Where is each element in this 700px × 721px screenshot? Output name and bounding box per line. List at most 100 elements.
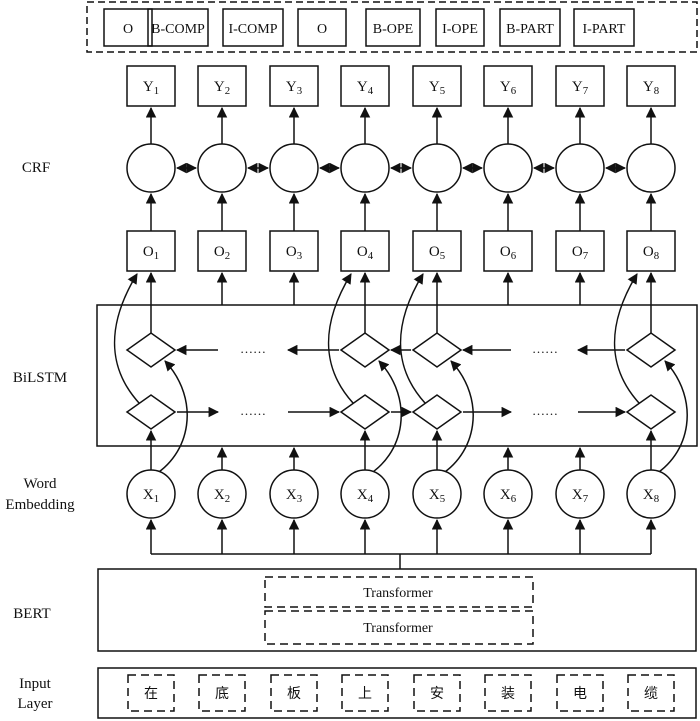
input-token-box: [270, 674, 318, 712]
forward-ellipsis: ……: [532, 403, 558, 418]
tag-label: I-OPE: [442, 22, 478, 37]
crf-node: [412, 143, 462, 193]
lstm-cell: [411, 332, 463, 368]
forward-to-o-curve: [399, 273, 426, 404]
tag-label: B-OPE: [373, 22, 413, 37]
input-token-label: 缆: [644, 686, 658, 702]
tag-label: I-COMP: [228, 22, 277, 37]
input-token-box: [341, 674, 389, 712]
x-node-label: X2: [214, 487, 230, 505]
transformer-label-1: Transformer: [363, 586, 433, 601]
x-to-backward-curve: [436, 360, 474, 478]
lstm-cell: [125, 332, 177, 368]
x-to-backward-curve: [650, 360, 688, 478]
tag-label: B-PART: [506, 22, 554, 37]
forward-ellipsis: ……: [240, 403, 266, 418]
input-token-box: [484, 674, 532, 712]
crf-node: [340, 143, 390, 193]
crf-row: [126, 106, 676, 193]
bilstm-container: [96, 304, 698, 447]
layer-label-bert: BERT: [13, 606, 50, 622]
lstm-cell: [125, 394, 177, 430]
o-node-label: O4: [357, 244, 374, 262]
y-node-label: Y1: [143, 79, 159, 97]
input-token-label: 底: [215, 686, 229, 702]
lstm-cell: [339, 332, 391, 368]
x-node: [555, 469, 605, 519]
x-node: [626, 469, 676, 519]
o-node-box: [483, 230, 533, 272]
lstm-cell: [411, 394, 463, 430]
input-token-box: [198, 674, 246, 712]
layer-label-word-embedding-1: Word: [24, 476, 57, 492]
y-node-box: [412, 65, 462, 107]
x-node-label: X1: [143, 487, 159, 505]
crf-node: [126, 143, 176, 193]
layer-label-word-embedding-2: Embedding: [5, 497, 75, 513]
tag-label: I-PART: [583, 22, 626, 37]
y-node-box: [269, 65, 319, 107]
input-token-label: 安: [430, 686, 444, 702]
crf-node: [483, 143, 533, 193]
o-node-label: O3: [286, 244, 302, 262]
x-node-label: X4: [357, 487, 374, 505]
tag-box: [222, 8, 284, 47]
backward-ellipsis: ……: [240, 341, 266, 356]
input-layer-container: [97, 667, 697, 719]
tag-box: [573, 8, 635, 47]
y-node-label: Y4: [357, 79, 374, 97]
connections: [151, 553, 651, 569]
lstm-cell: [625, 394, 677, 430]
input-token-box: [413, 674, 461, 712]
forward-to-o-curve: [113, 273, 140, 404]
crf-node: [197, 143, 247, 193]
o-node-box: [197, 230, 247, 272]
o-node-box: [626, 230, 676, 272]
tag-box: [365, 8, 421, 47]
x-node: [126, 469, 176, 519]
input-token-box: [627, 674, 675, 712]
crf-node: [555, 143, 605, 193]
x-node: [340, 469, 390, 519]
y-node-box: [197, 65, 247, 107]
x-node: [269, 469, 319, 519]
forward-to-o-curve: [613, 273, 640, 404]
input-token-label: 板: [287, 686, 301, 702]
y-node-box: [626, 65, 676, 107]
input-token-label: 在: [144, 686, 158, 702]
input-token-row: 在底板上安装电缆: [127, 674, 675, 712]
tag-label: O: [123, 22, 133, 37]
input-token-box: [556, 674, 604, 712]
layer-label-crf: CRF: [22, 160, 50, 176]
y-node-label: Y7: [572, 79, 589, 97]
o-node-box: [269, 230, 319, 272]
y-node-label: Y5: [429, 79, 445, 97]
o-node-label: O2: [214, 244, 230, 262]
x-to-backward-curve: [364, 360, 402, 478]
o-node-box: [126, 230, 176, 272]
input-token-box: [127, 674, 175, 712]
transformer-block-2: [264, 610, 534, 645]
o-node-box: [555, 230, 605, 272]
x-node: [197, 469, 247, 519]
y-node-box: [340, 65, 390, 107]
input-token-label: 装: [501, 686, 515, 702]
x-node: [412, 469, 462, 519]
y-node-label: Y3: [286, 79, 302, 97]
tag-box: [499, 8, 561, 47]
x-node: [483, 469, 533, 519]
y-node-box: [483, 65, 533, 107]
transformer-label-2: Transformer: [363, 621, 433, 636]
layer-label-bilstm: BiLSTM: [13, 370, 67, 386]
crf-node: [626, 143, 676, 193]
layer-label-input-layer-2: Layer: [18, 696, 53, 712]
x-node-label: X7: [572, 487, 589, 505]
y-node-label: Y6: [500, 79, 517, 97]
tag-box: [435, 8, 485, 47]
bert-container: [97, 568, 697, 652]
